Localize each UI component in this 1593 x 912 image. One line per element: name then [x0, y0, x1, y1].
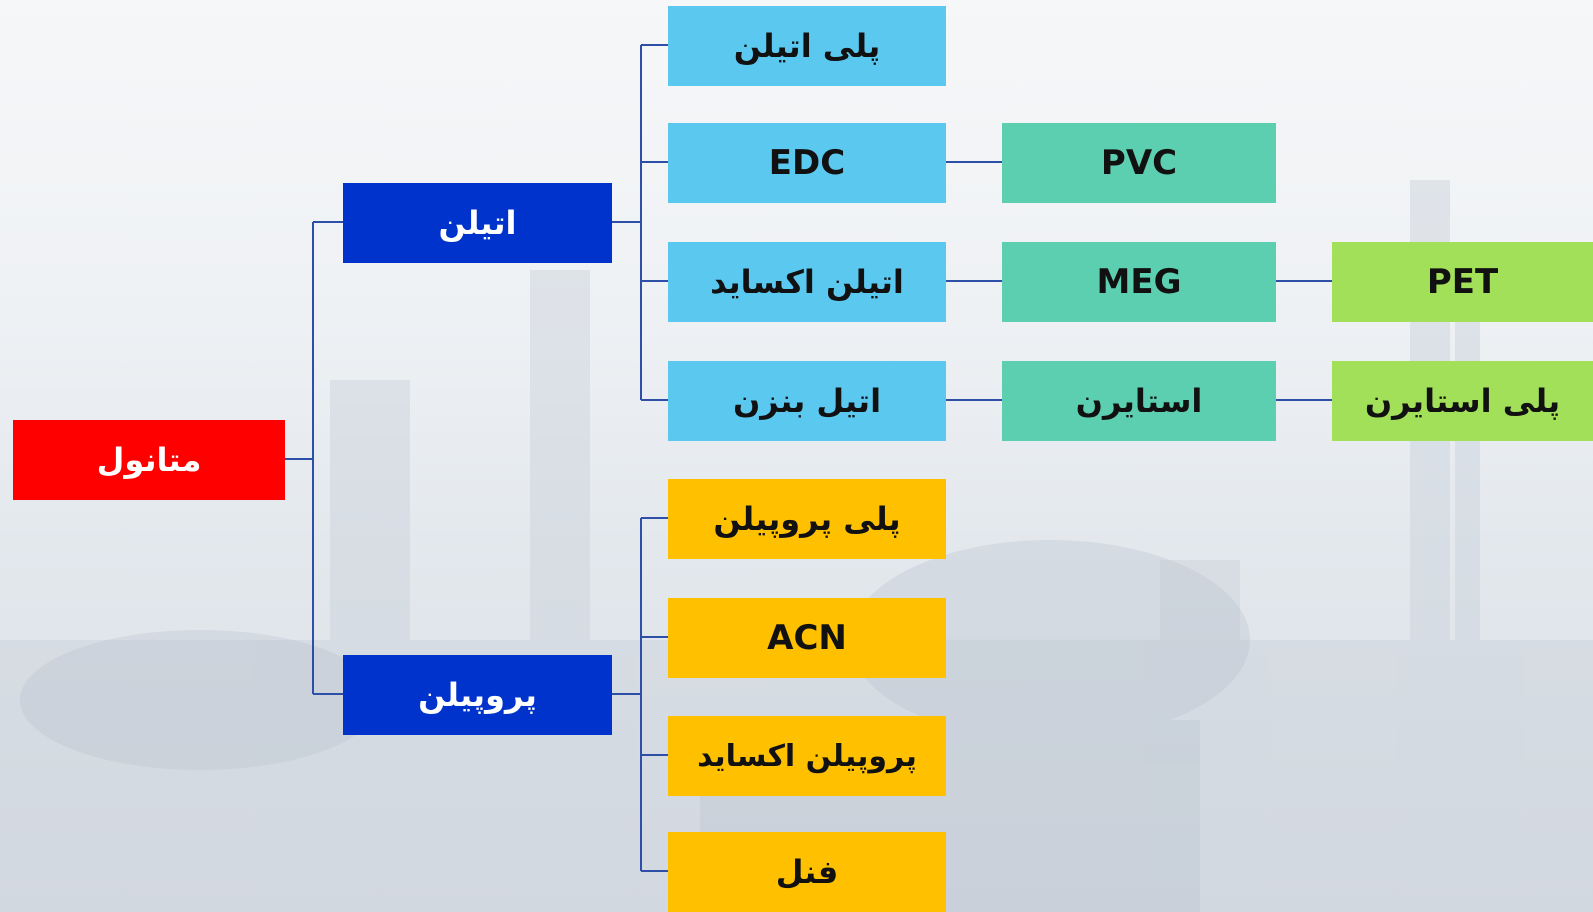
node-propylene: پروپیلن	[343, 655, 612, 735]
node-polyethylene-label: پلی اتیلن	[733, 27, 881, 65]
node-pet: PET	[1332, 242, 1593, 322]
node-polyethylene: پلی اتیلن	[668, 6, 946, 86]
node-pet-label: PET	[1426, 262, 1499, 302]
node-styrene-label: استایرن	[1075, 382, 1203, 420]
node-methanol-label: متانول	[96, 441, 202, 479]
connector-root	[285, 221, 343, 695]
connector-propylene	[612, 517, 668, 872]
node-ethylene: اتیلن	[343, 183, 612, 263]
node-ethylene-oxide-label: اتیلن اکساید	[710, 263, 904, 301]
node-phenol-label: فنل	[775, 853, 839, 891]
node-propylene-oxide: پروپیلن اکساید	[668, 716, 946, 796]
node-polypropylene: پلی پروپیلن	[668, 479, 946, 559]
node-ethylene-label: اتیلن	[438, 204, 517, 242]
node-meg: MEG	[1002, 242, 1276, 322]
node-meg-label: MEG	[1096, 262, 1182, 302]
node-acn: ACN	[668, 598, 946, 678]
node-polystyrene: پلی استایرن	[1332, 361, 1593, 441]
node-acn-label: ACN	[767, 618, 847, 658]
node-pvc: PVC	[1002, 123, 1276, 203]
connector-ethylene	[612, 44, 668, 401]
node-pvc-label: PVC	[1100, 143, 1178, 183]
node-phenol: فنل	[668, 832, 946, 912]
node-ethylbenzene-label: اتیل بنزن	[732, 382, 882, 420]
node-ethylene-oxide: اتیلن اکساید	[668, 242, 946, 322]
node-methanol: متانول	[13, 420, 285, 500]
node-edc-label: EDC	[768, 143, 846, 183]
node-styrene: استایرن	[1002, 361, 1276, 441]
node-propylene-oxide-label: پروپیلن اکساید	[697, 738, 917, 774]
node-edc: EDC	[668, 123, 946, 203]
node-propylene-label: پروپیلن	[418, 676, 537, 714]
node-ethylbenzene: اتیل بنزن	[668, 361, 946, 441]
node-polystyrene-label: پلی استایرن	[1364, 382, 1561, 420]
node-polypropylene-label: پلی پروپیلن	[713, 500, 901, 538]
